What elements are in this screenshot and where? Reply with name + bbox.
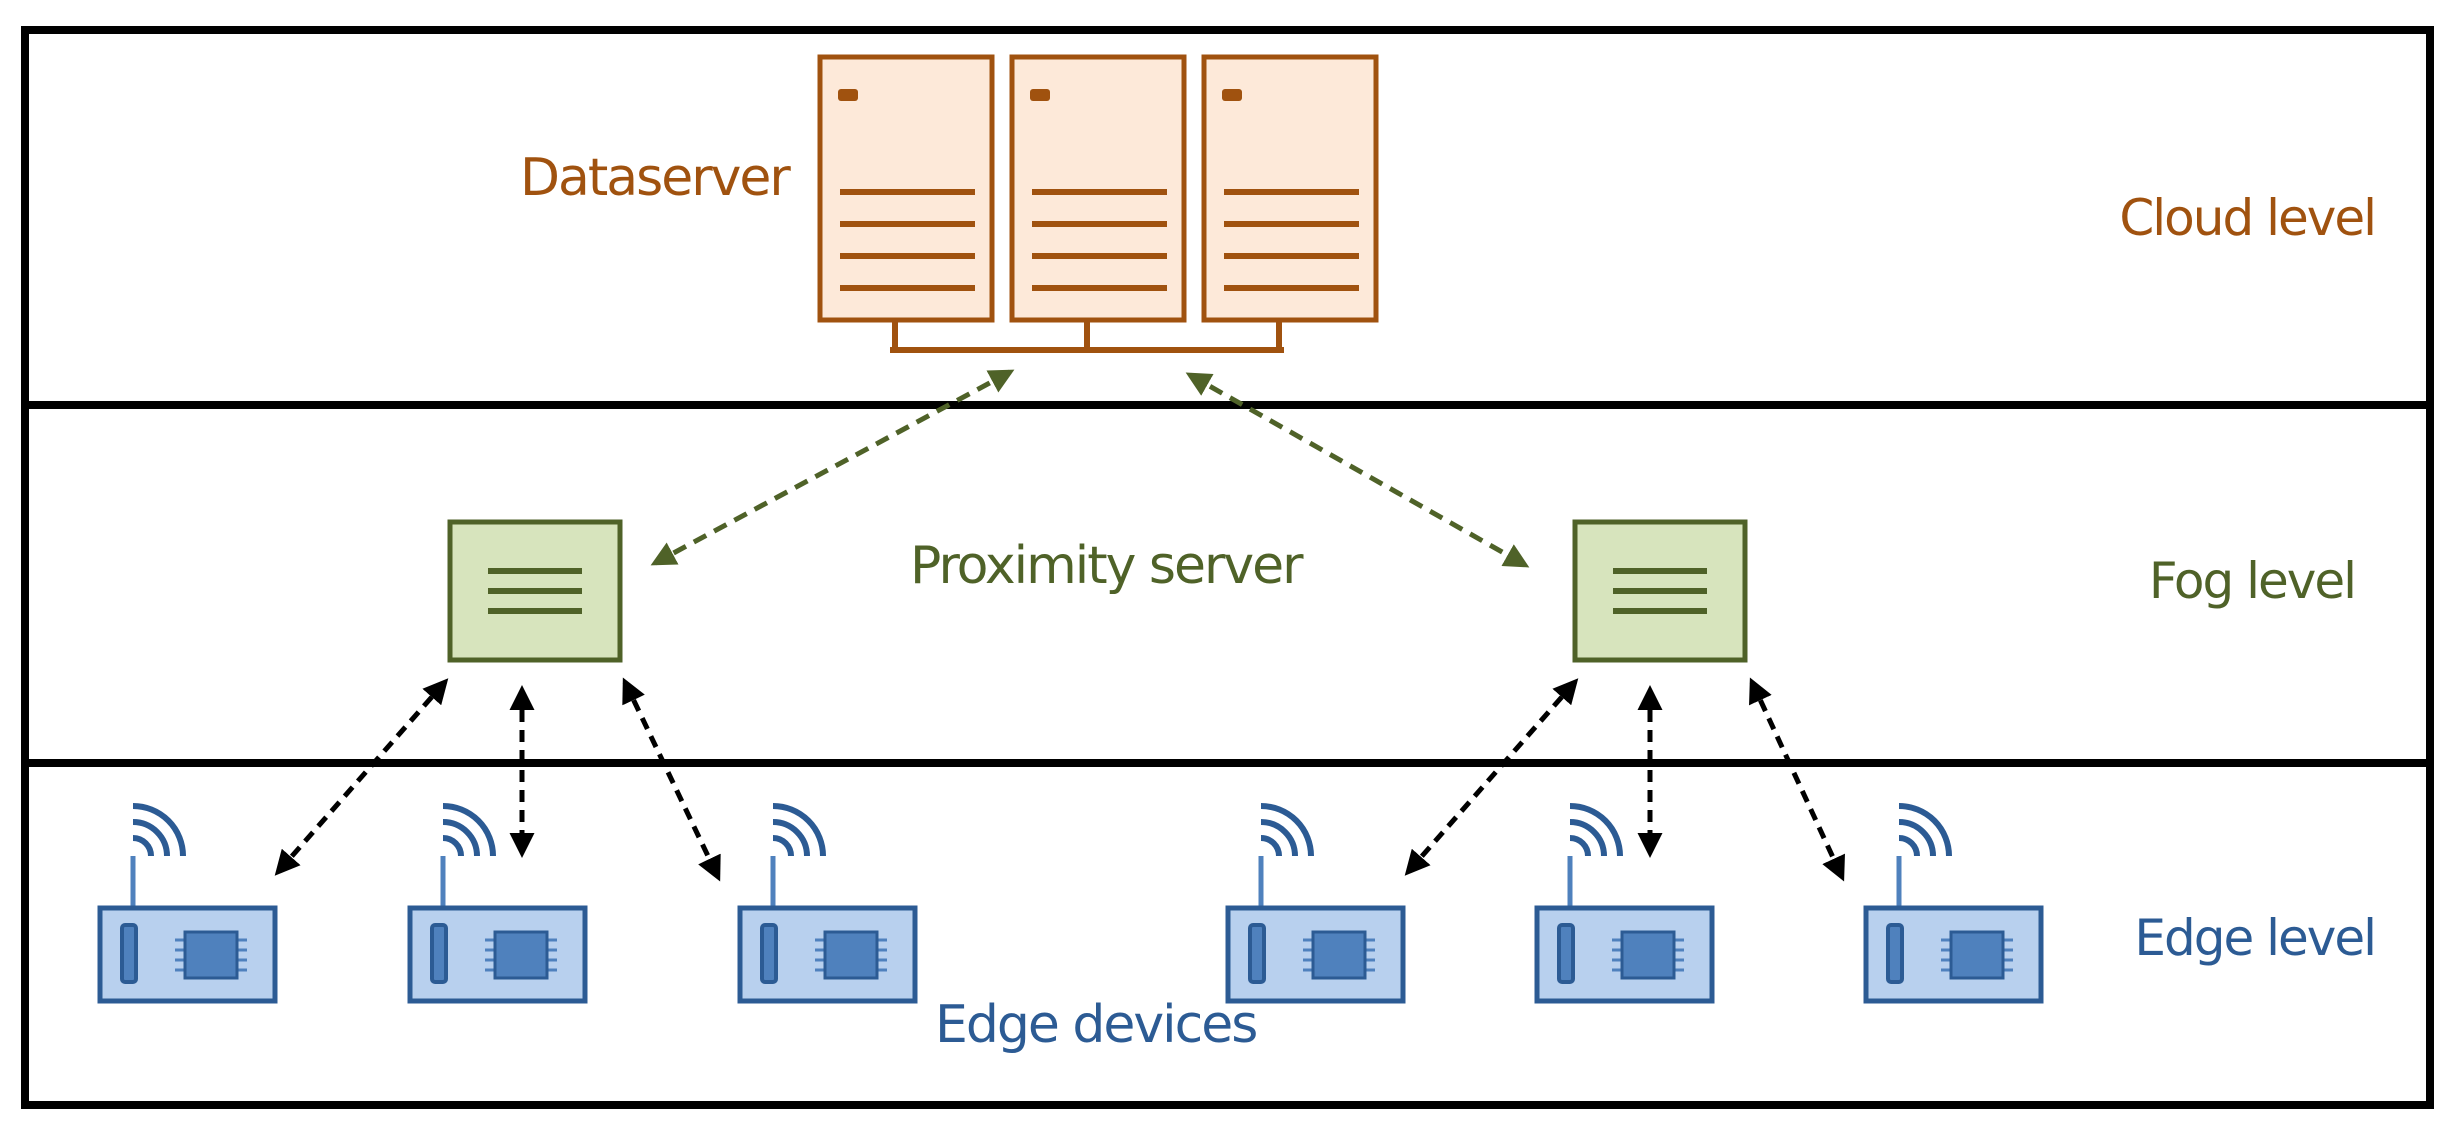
proximity-server-label: Proximity server <box>910 536 1304 596</box>
server-interconnect <box>890 320 1284 353</box>
link-cloud-fog-right <box>1185 372 1530 568</box>
wireless-sensor-board-icon <box>737 803 918 1004</box>
edge-device-2 <box>407 803 588 1004</box>
proximity-server-right <box>1572 519 1748 663</box>
proximity-server-left <box>447 519 623 663</box>
wireless-sensor-board-icon <box>97 803 278 1004</box>
link-fog-edge-6 <box>1749 677 1845 882</box>
edge-devices-label: Edge devices <box>935 995 1256 1055</box>
server-rack-icon <box>817 54 1379 353</box>
wireless-sensor-board-icon <box>1863 803 2044 1004</box>
wireless-sensor-board-icon <box>1225 803 1406 1004</box>
edge-device-4 <box>1225 803 1406 1004</box>
wireless-sensor-board-icon <box>1534 803 1715 1004</box>
link-fog-edge-4 <box>1404 678 1579 876</box>
fog-edge-links <box>274 677 1845 882</box>
link-cloud-fog-left <box>650 369 1015 566</box>
edge-device-5 <box>1534 803 1715 1004</box>
fog-server-icon <box>447 519 1748 663</box>
edge-level-band <box>21 759 2434 1109</box>
link-fog-edge-1 <box>274 678 449 876</box>
edge-device-1 <box>97 803 278 1004</box>
edge-device-3 <box>737 803 918 1004</box>
dataserver-label: Dataserver <box>520 148 791 208</box>
edge-level-label: Edge level <box>2134 909 2375 967</box>
server-rack-1 <box>817 54 995 323</box>
cloud-fog-links <box>650 369 1530 568</box>
wireless-sensor-board-icon <box>407 803 588 1004</box>
server-rack-3 <box>1201 54 1379 323</box>
edge-devices-group <box>97 803 2044 1004</box>
fog-level-label: Fog level <box>2149 552 2355 610</box>
server-rack-2 <box>1009 54 1187 323</box>
link-fog-edge-3 <box>622 677 721 882</box>
edge-device-6 <box>1863 803 2044 1004</box>
cloud-level-label: Cloud level <box>2119 189 2375 247</box>
